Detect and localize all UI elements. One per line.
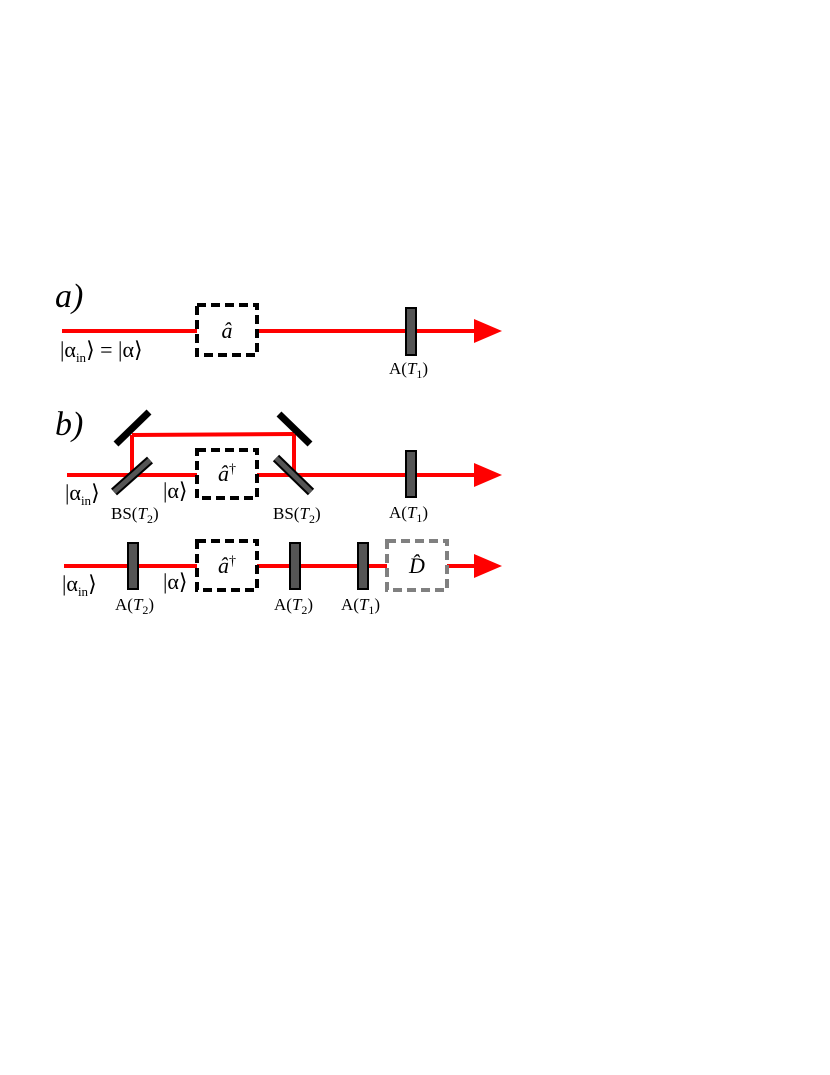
panel-a-attenuator-label: A(T1) (389, 359, 428, 381)
row2-att3-label: A(T1) (341, 595, 380, 617)
row2-attenuator-t1 (357, 542, 369, 590)
row1-beam-arrow (474, 463, 502, 487)
row2-attenuator-t2-first (127, 542, 139, 590)
row2-mid-state: |α⟩ (163, 569, 188, 594)
displacement-operator-box (385, 539, 449, 592)
panel-b-label: b) (55, 406, 83, 443)
beam-splitter-right (272, 454, 315, 496)
panel-a-attenuator-t1 (405, 307, 417, 356)
row1-bypass-top (131, 432, 295, 437)
row1-attenuator-label: A(T1) (389, 503, 428, 525)
row1-bs-left-label: BS(T2) (111, 504, 159, 526)
beam-splitter-left (111, 456, 153, 496)
displacement-operator-symbol: D̂ (408, 553, 425, 578)
row2-operator-symbol: â† (218, 553, 236, 578)
row2-beam-arrow (474, 554, 502, 578)
row2-att1-label: A(T2) (115, 595, 154, 617)
row2-input-state: |αin⟩ (62, 571, 97, 599)
mirror-top-right (276, 411, 313, 447)
mirror-top-left (113, 409, 152, 447)
row2-att2-label: A(T2) (274, 595, 313, 617)
row1-operator-symbol: â† (218, 461, 236, 486)
panel-a-label: a) (55, 278, 83, 315)
row2-creation-operator-box (195, 539, 259, 592)
row1-mid-state: |α⟩ (163, 478, 188, 503)
row1-attenuator-t1 (405, 450, 417, 498)
row1-creation-operator-box (195, 448, 259, 500)
panel-a-annihilation-operator-box (195, 303, 259, 357)
row1-bs-right-label: BS(T2) (273, 504, 321, 526)
row2-attenuator-t2-second (289, 542, 301, 590)
panel-a-operator-symbol: â (222, 318, 233, 343)
row1-input-state: |αin⟩ (65, 480, 100, 508)
panel-a-input-state: |αin⟩ = |α⟩ (60, 337, 143, 365)
panel-a-beam-arrow (474, 319, 502, 343)
